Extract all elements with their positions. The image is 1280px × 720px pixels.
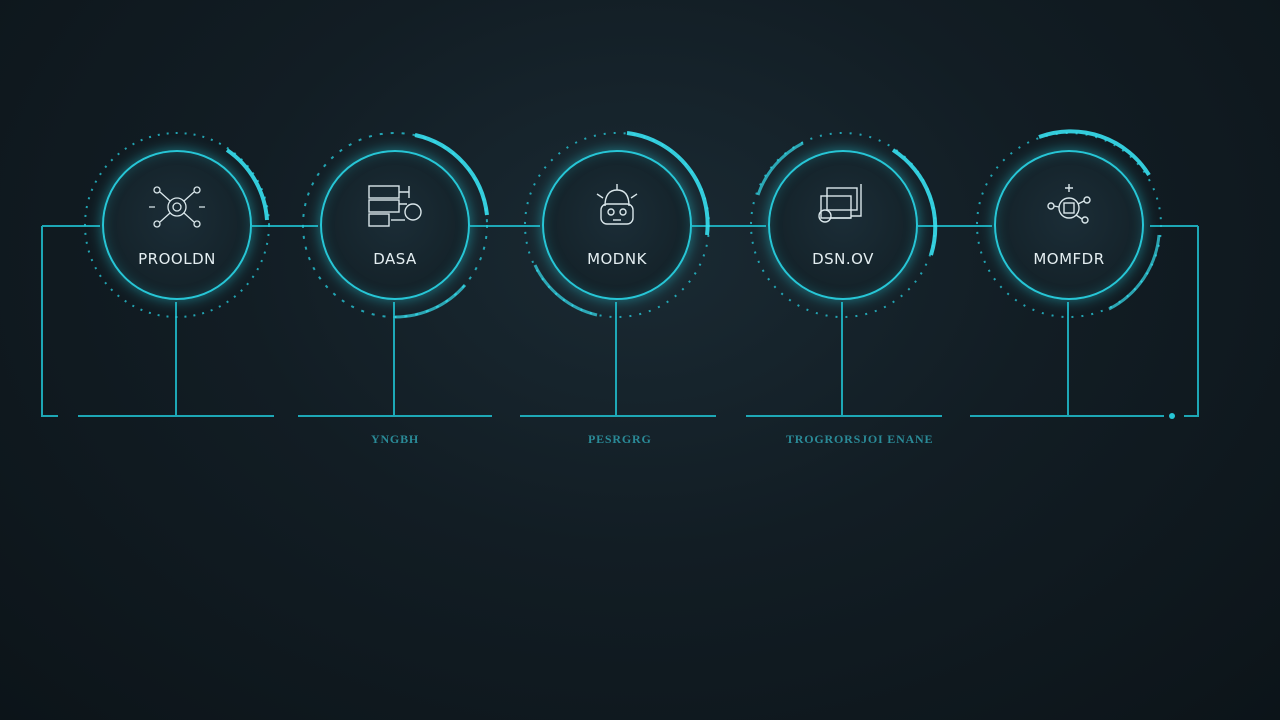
step-disc [768,150,918,300]
orbit-ring [84,132,270,318]
step-node-3[interactable]: MODNK [524,131,710,318]
orbit-ring [302,132,489,319]
step-disc [994,150,1144,300]
server-icon [818,184,862,223]
step-heading: TROGRORSJOI ENANE [786,432,934,446]
step-label: MOMFDR [1033,250,1105,268]
step-text-block-1 [94,432,284,438]
network-icon [149,186,205,228]
step-disc [320,150,470,300]
step-disc [542,150,692,300]
step-node-2[interactable]: DASA [302,132,489,319]
robot-icon [596,184,638,225]
step-label: DSN.OV [812,250,874,268]
database-icon [368,185,422,227]
step-label: MODNK [587,250,647,268]
step-node-1[interactable]: PROOLDN [84,132,270,318]
step-disc [102,150,252,300]
orbit-ring [976,129,1162,318]
step-text-block-3: PESRGRG [542,432,732,453]
step-text-block-5 [992,432,1182,438]
step-node-4[interactable]: DSN.OV [750,132,938,318]
step-text-block-4: TROGRORSJOI ENANE [766,432,956,453]
step-text-block-2: YNGBH [315,432,505,453]
right-bracket-line [1184,226,1199,417]
step-heading: YNGBH [371,432,420,446]
step-node-5[interactable]: MOMFDR [976,129,1162,318]
monitor-icon [1047,184,1091,224]
orbit-ring [750,132,938,318]
orbit-ring [524,131,710,318]
left-bracket-line [41,226,58,417]
step-heading: PESRGRG [588,432,652,446]
endpoint-dot [1169,413,1175,419]
step-label: DASA [373,250,417,268]
step-label: PROOLDN [138,250,216,268]
